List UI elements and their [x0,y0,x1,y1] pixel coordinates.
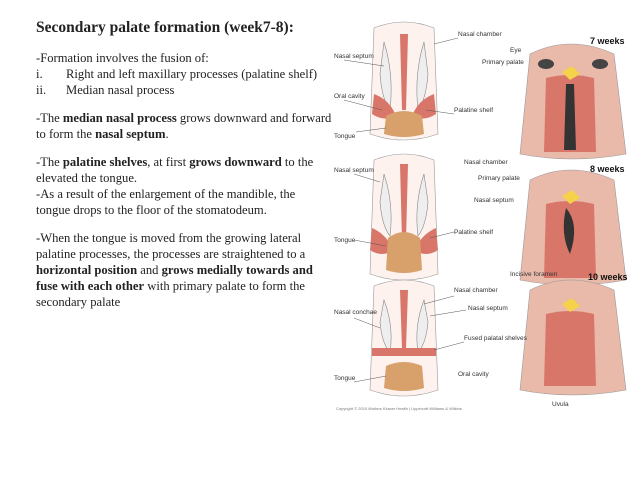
palate-development-figure: 7 weeks 8 weeks 10 weeks Nasal chamber E… [334,14,638,414]
leader-lines [343,37,467,383]
label-palatine-shelf: Palatine shelf [454,107,493,114]
label-fused-palatal-shelves: Fused palatal shelves [464,335,528,342]
paragraph-fusion: -When the tongue is moved from the growi… [36,231,313,309]
label-nasal-chamber: Nasal chamber [454,287,499,294]
list-number: i. [36,67,43,81]
palate-view-10-weeks [519,279,627,396]
coronal-section-10-weeks [369,279,439,397]
label-uvula: Uvula [552,401,569,408]
label-incisive-foramen: Incisive foramen [510,271,558,278]
label-nasal-septum: Nasal septum [468,305,508,312]
label-oral-cavity: Oral cavity [458,371,489,378]
figure-copyright: Copyright © 2010 Wolters Kluwer Health |… [336,406,462,411]
label-eye: Eye [510,47,522,54]
label-palatine-shelf: Palatine shelf [454,229,493,236]
label-nasal-chamber: Nasal chamber [458,31,503,38]
list-number: ii. [36,83,47,97]
slide-title: Secondary palate formation (week7-8): [36,19,294,36]
list-text: Median nasal process [66,83,175,97]
label-tongue: Tongue [334,133,356,140]
list-item: ii. Median nasal process [36,82,332,98]
label-tongue: Tongue [334,375,356,382]
paragraph-septum: -The median nasal process grows downward… [36,111,332,141]
label-primary-palate: Primary palate [482,59,524,66]
coronal-section-7-weeks [369,21,439,141]
label-nasal-septum: Nasal septum [334,167,374,174]
intro-text: -Formation involves the fusion of: [36,51,209,65]
palate-view-8-weeks [519,169,627,286]
coronal-section-8-weeks [369,153,439,281]
list-item: i. Right and left maxillary processes (p… [36,66,332,82]
paragraph-shelves: -The palatine shelves, at first grows do… [36,155,314,185]
text-column: Secondary palate formation (week7-8): -F… [36,18,332,310]
figure-svg: 7 weeks 8 weeks 10 weeks Nasal chamber E… [334,21,628,411]
label-tongue: Tongue [334,237,356,244]
label-nasal-septum: Nasal septum [334,53,374,60]
label-nasal-septum: Nasal septum [474,197,514,204]
paragraph-mandible: -As a result of the enlargement of the m… [36,187,296,217]
label-primary-palate: Primary palate [478,175,520,182]
label-nasal-chamber: Nasal chamber [464,159,509,166]
list-text: Right and left maxillary processes (pala… [66,67,318,81]
label-oral-cavity: Oral cavity [334,93,365,100]
week-label: 8 weeks [590,164,625,174]
label-nasal-conchae: Nasal conchae [334,309,377,316]
palate-view-7-weeks [519,43,627,160]
week-label: 7 weeks [590,36,625,46]
week-label: 10 weeks [588,272,628,282]
